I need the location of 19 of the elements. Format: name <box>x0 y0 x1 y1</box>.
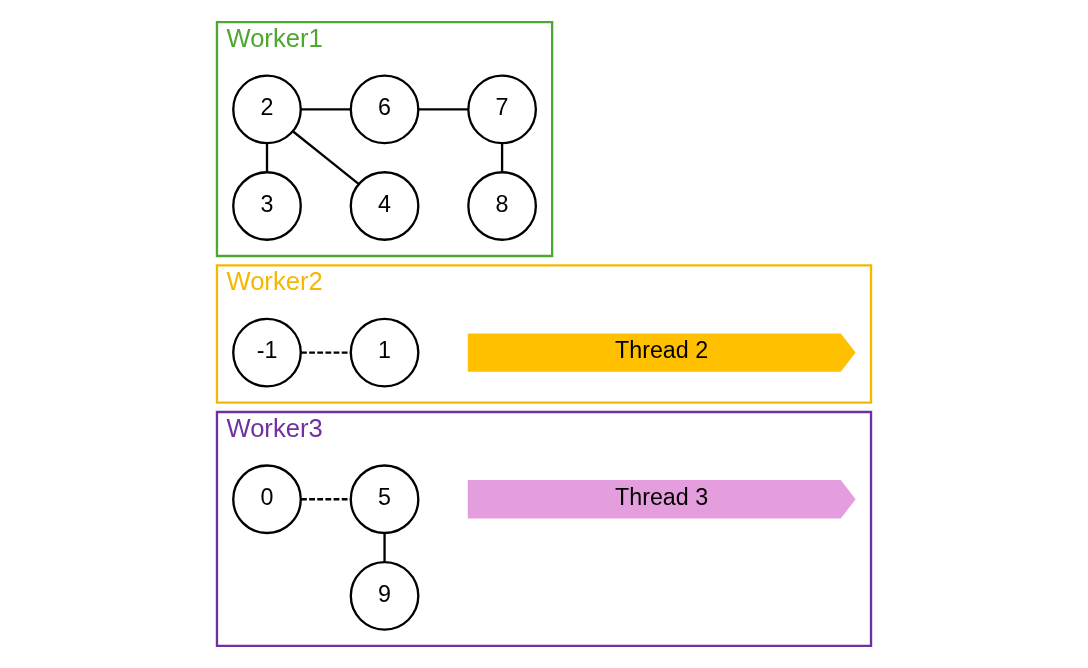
connector <box>301 108 351 111</box>
connector <box>301 498 351 501</box>
node-circle: 9 <box>349 560 420 631</box>
node-circle: 7 <box>467 74 537 145</box>
connector <box>265 143 269 172</box>
node-circle: 5 <box>349 464 420 535</box>
connector <box>500 143 504 172</box>
node-circle: 2 <box>232 74 302 145</box>
connector <box>301 351 351 354</box>
node-circle: 1 <box>349 317 420 388</box>
connector <box>418 108 469 111</box>
node-circle: 6 <box>349 74 420 145</box>
connector <box>383 533 386 562</box>
node-circle: 8 <box>467 171 537 241</box>
connector <box>292 130 360 185</box>
node-circle: 0 <box>232 464 302 535</box>
node-circle: -1 <box>232 317 302 388</box>
node-circle: 3 <box>232 171 302 241</box>
node-circle: 4 <box>349 171 420 241</box>
